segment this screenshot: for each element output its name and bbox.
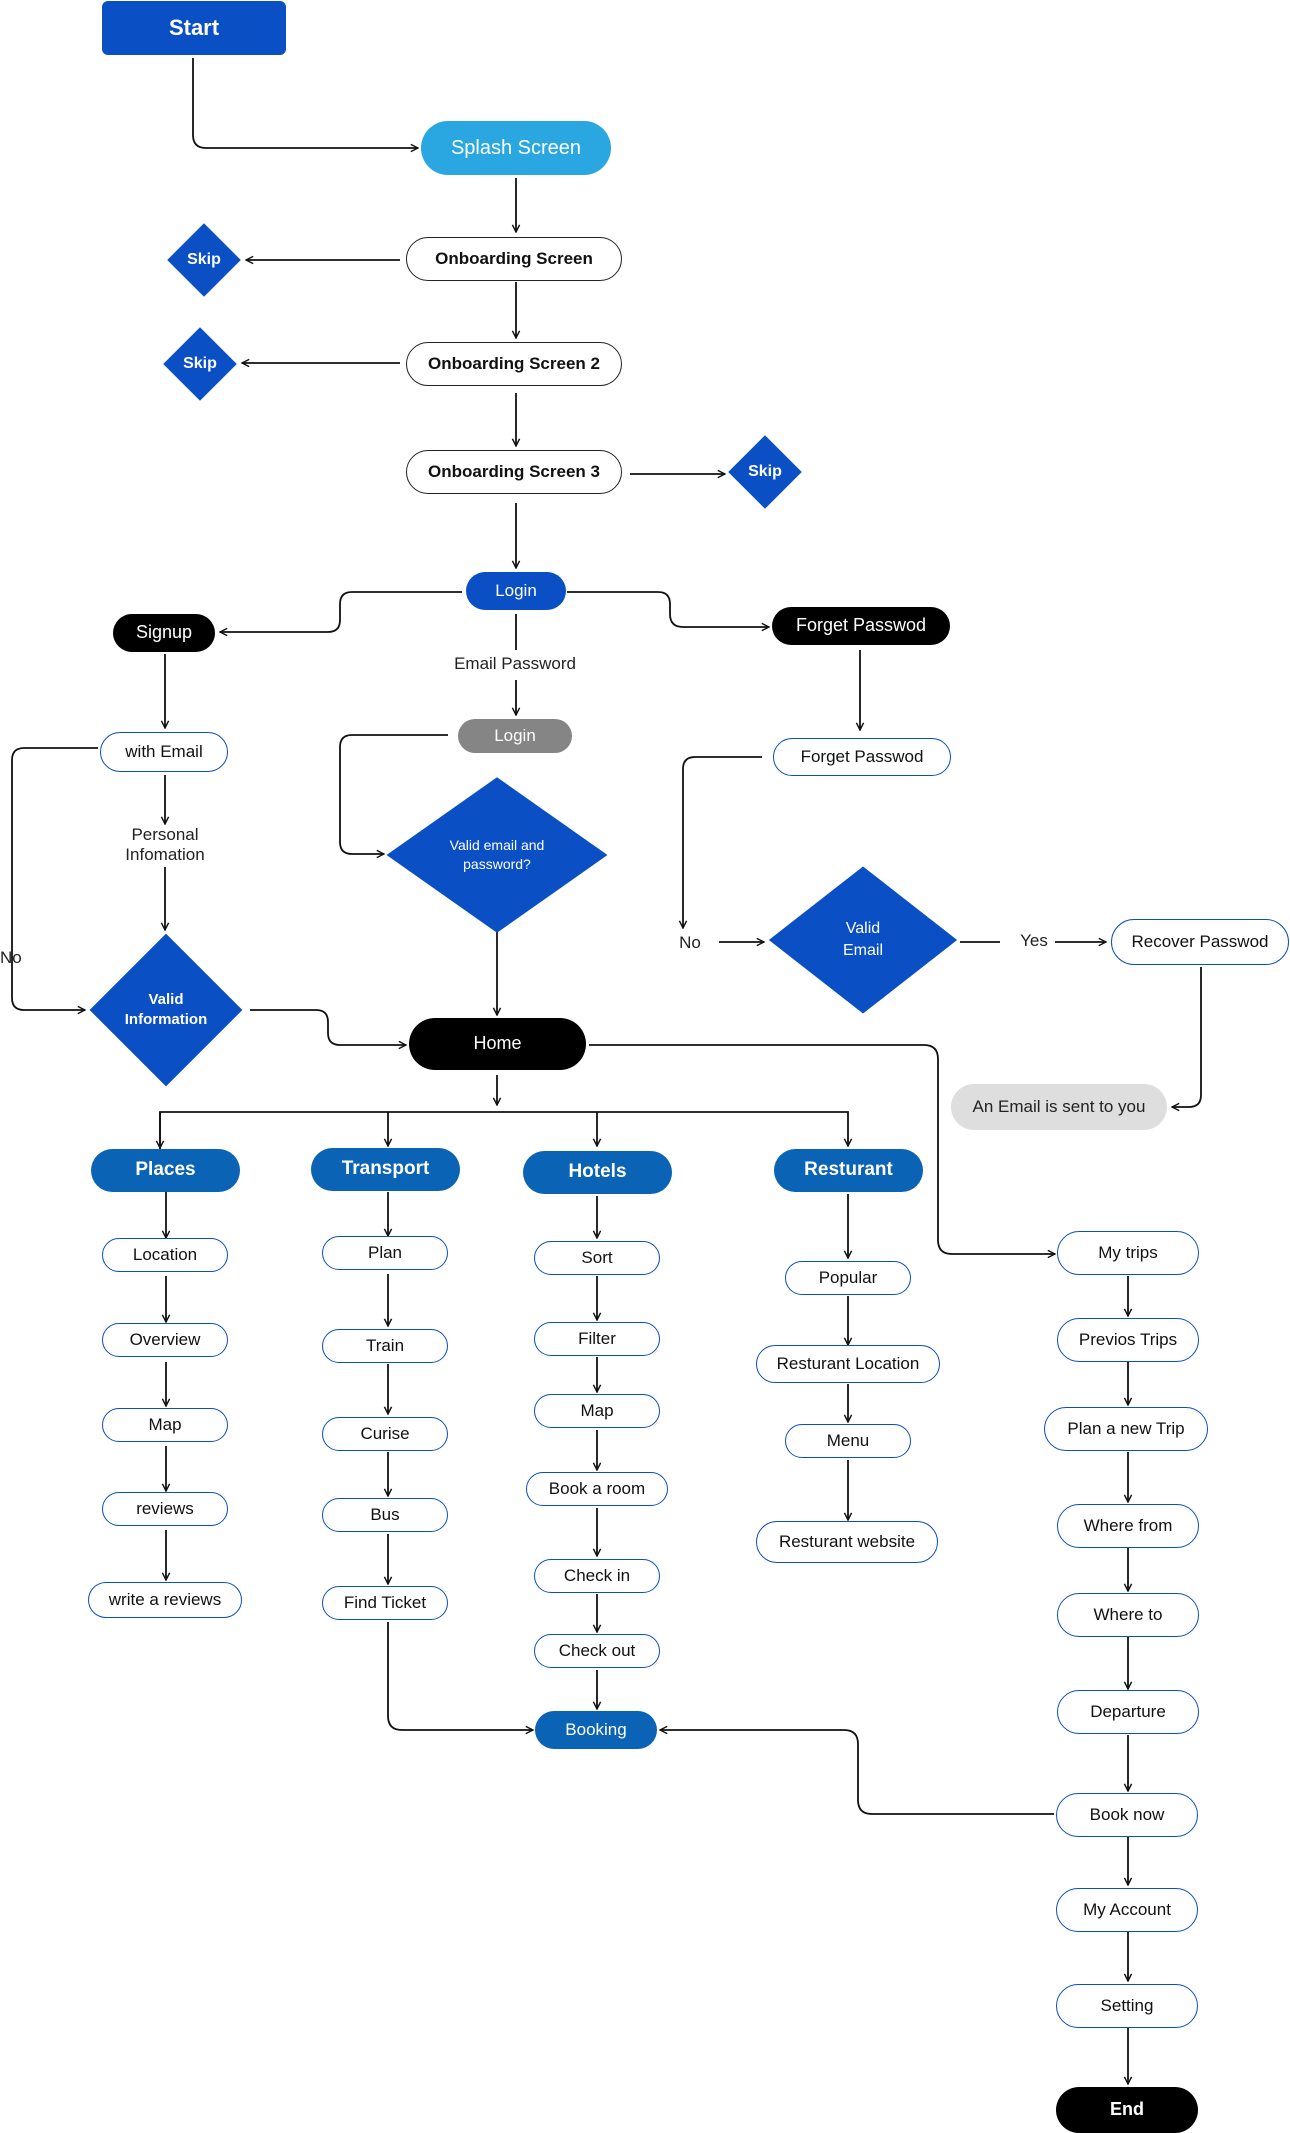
connector	[1172, 967, 1202, 1107]
setting-node: Setting	[1056, 1984, 1198, 2028]
transport-train-node: Train	[322, 1329, 448, 1363]
no-label-signup: No	[0, 948, 22, 967]
places-write-review-node: write a reviews	[88, 1582, 242, 1618]
transport-cruise-node: Curise	[322, 1417, 448, 1451]
onboarding-screen-3-node: Onboarding Screen 3	[406, 450, 622, 494]
personal-information-label: Personal Infomation	[125, 825, 205, 865]
transport-plan-node: Plan	[322, 1236, 448, 1270]
hotels-map-node: Map	[534, 1394, 660, 1428]
skip-label: Skip	[748, 463, 782, 481]
transport-bus-node: Bus	[322, 1498, 448, 1532]
onboarding-screen-1-node: Onboarding Screen	[406, 237, 622, 281]
email-password-label: Email Password	[454, 654, 576, 673]
booking-node: Booking	[535, 1711, 657, 1749]
previous-trips-node: Previos Trips	[1057, 1318, 1199, 1362]
connector	[11, 747, 98, 1010]
transport-find-ticket-node: Find Ticket	[322, 1586, 448, 1620]
recover-password-node: Recover Passwod	[1111, 919, 1289, 965]
connector	[339, 734, 448, 854]
connector	[250, 1009, 406, 1045]
valid-email-password-diamond: Valid email and password?	[386, 777, 608, 933]
connector	[220, 591, 462, 632]
places-map-node: Map	[102, 1408, 228, 1442]
skip-diamond-3: Skip	[726, 433, 804, 511]
hotels-check-out-node: Check out	[534, 1634, 660, 1668]
start-node: Start	[102, 1, 286, 55]
skip-diamond-1: Skip	[165, 221, 243, 299]
with-email-node: with Email	[100, 732, 228, 772]
hotels-book-room-node: Book a room	[526, 1472, 668, 1506]
end-node: End	[1056, 2087, 1198, 2133]
login-node: Login	[466, 572, 566, 610]
home-node: Home	[409, 1018, 586, 1070]
hotels-sort-node: Sort	[534, 1241, 660, 1275]
signup-node: Signup	[113, 614, 215, 652]
connector	[683, 756, 762, 928]
skip-label: Skip	[183, 355, 217, 373]
restaurant-location-node: Resturant Location	[756, 1345, 940, 1383]
hotels-filter-node: Filter	[534, 1322, 660, 1356]
where-from-node: Where from	[1057, 1504, 1199, 1548]
restaurant-popular-node: Popular	[785, 1261, 911, 1295]
plan-new-trip-node: Plan a new Trip	[1044, 1407, 1208, 1451]
no-label-forget: No	[679, 933, 701, 952]
places-header: Places	[91, 1149, 240, 1192]
skip-diamond-2: Skip	[161, 325, 239, 403]
connector	[192, 58, 418, 148]
yes-label: Yes	[1020, 931, 1048, 950]
connector	[387, 1622, 533, 1730]
connector	[567, 591, 769, 627]
places-overview-node: Overview	[102, 1323, 228, 1357]
restaurant-menu-node: Menu	[785, 1424, 911, 1458]
hotels-check-in-node: Check in	[534, 1559, 660, 1593]
forget-password-screen-node: Forget Passwod	[773, 738, 951, 776]
connector	[589, 1044, 1055, 1254]
valid-email-password-label: Valid email and password?	[449, 837, 545, 872]
places-location-node: Location	[102, 1238, 228, 1272]
connector	[159, 1111, 848, 1150]
restaurant-website-node: Resturant website	[756, 1521, 938, 1563]
email-sent-node: An Email is sent to you	[951, 1084, 1167, 1130]
valid-information-diamond: Valid Information	[88, 933, 244, 1087]
forget-password-node: Forget Passwod	[772, 607, 950, 645]
onboarding-screen-2-node: Onboarding Screen 2	[406, 342, 622, 386]
valid-information-label: Valid Information	[124, 990, 208, 1028]
login-check-node: Login	[458, 719, 572, 753]
transport-header: Transport	[311, 1148, 460, 1191]
hotels-header: Hotels	[523, 1151, 672, 1194]
my-trips-node: My trips	[1057, 1231, 1199, 1275]
skip-label: Skip	[187, 251, 221, 269]
departure-node: Departure	[1057, 1690, 1199, 1734]
where-to-node: Where to	[1057, 1593, 1199, 1637]
splash-screen-node: Splash Screen	[421, 121, 611, 175]
connector	[660, 1730, 1054, 1815]
places-reviews-node: reviews	[102, 1492, 228, 1526]
book-now-node: Book now	[1056, 1793, 1198, 1837]
valid-email-diamond: Valid Email	[768, 866, 958, 1014]
restaurant-header: Resturant	[774, 1149, 923, 1192]
valid-email-label: Valid Email	[842, 920, 883, 959]
my-account-node: My Account	[1056, 1888, 1198, 1932]
